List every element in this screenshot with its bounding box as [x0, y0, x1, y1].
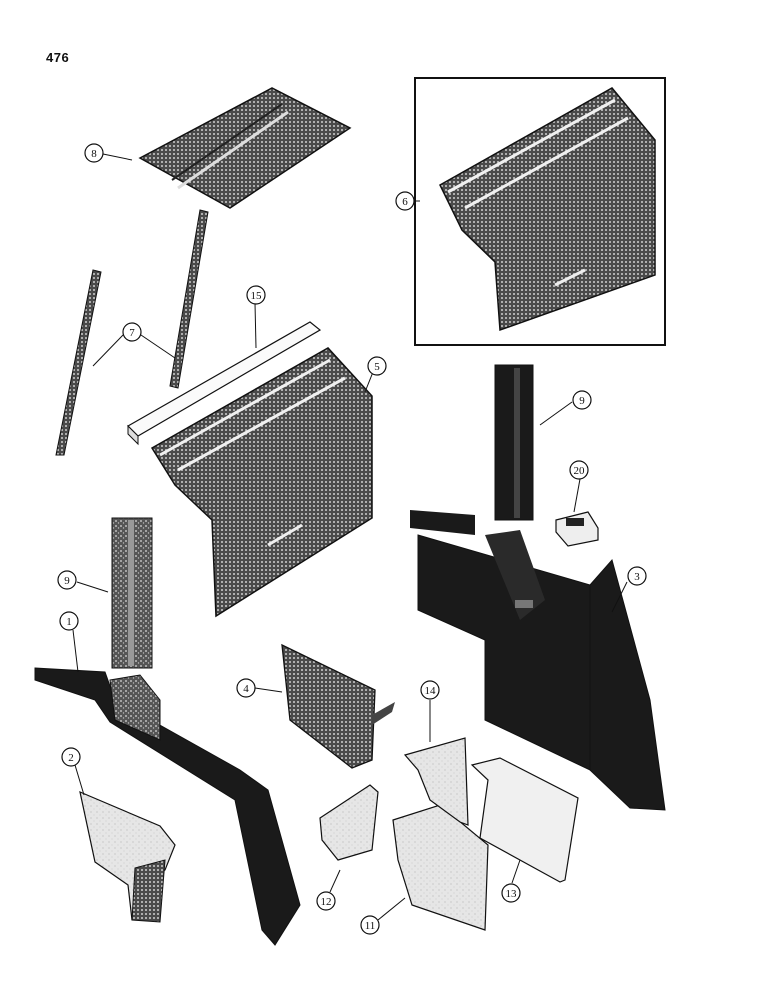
page-number: 476 — [46, 50, 70, 65]
svg-text:6: 6 — [402, 196, 408, 208]
callout-6: 6 — [395, 191, 415, 211]
callout-9-right: 9 — [572, 390, 592, 410]
part-14-pad — [403, 737, 469, 826]
svg-text:12: 12 — [321, 896, 332, 908]
callout-13: 13 — [501, 883, 521, 903]
callout-15: 15 — [246, 285, 266, 305]
svg-text:5: 5 — [374, 361, 380, 373]
callout-4: 4 — [236, 678, 256, 698]
part-6-inset — [414, 77, 666, 346]
svg-text:9: 9 — [64, 575, 70, 587]
callout-7: 7 — [122, 322, 142, 342]
svg-text:14: 14 — [425, 685, 437, 697]
svg-text:15: 15 — [251, 290, 263, 302]
callout-5: 5 — [367, 356, 387, 376]
callout-9-left: 9 — [57, 570, 77, 590]
part-2-foam — [79, 790, 176, 923]
svg-text:13: 13 — [506, 888, 518, 900]
part-9-post-left — [111, 517, 153, 669]
part-11-pad — [392, 804, 489, 931]
part-4-panel — [281, 643, 395, 769]
part-9-post-right — [494, 364, 534, 521]
callout-3: 3 — [627, 566, 647, 586]
callout-1: 1 — [59, 611, 79, 631]
part-1-console — [34, 667, 301, 946]
callout-20: 20 — [569, 460, 589, 480]
svg-text:11: 11 — [365, 920, 376, 932]
svg-text:20: 20 — [574, 465, 586, 477]
part-8-mat — [138, 87, 352, 209]
callout-2: 2 — [61, 747, 81, 767]
part-13-pad — [470, 757, 579, 883]
svg-text:1: 1 — [66, 616, 72, 628]
callout-14: 14 — [420, 680, 440, 700]
part-5-panel — [150, 347, 373, 618]
svg-text:9: 9 — [579, 395, 585, 407]
callout-8: 8 — [84, 143, 104, 163]
part-20-clip — [555, 511, 599, 547]
part-7-strips — [55, 209, 209, 456]
svg-text:8: 8 — [91, 148, 97, 160]
svg-text:3: 3 — [634, 571, 640, 583]
callout-11: 11 — [360, 915, 380, 935]
svg-text:2: 2 — [68, 752, 74, 764]
svg-text:7: 7 — [129, 327, 135, 339]
part-3-console — [410, 510, 666, 811]
callout-12: 12 — [316, 891, 336, 911]
part-15-bar — [127, 321, 322, 446]
part-12-pad — [319, 784, 379, 861]
svg-text:4: 4 — [243, 683, 249, 695]
leader-lines — [72, 153, 628, 921]
